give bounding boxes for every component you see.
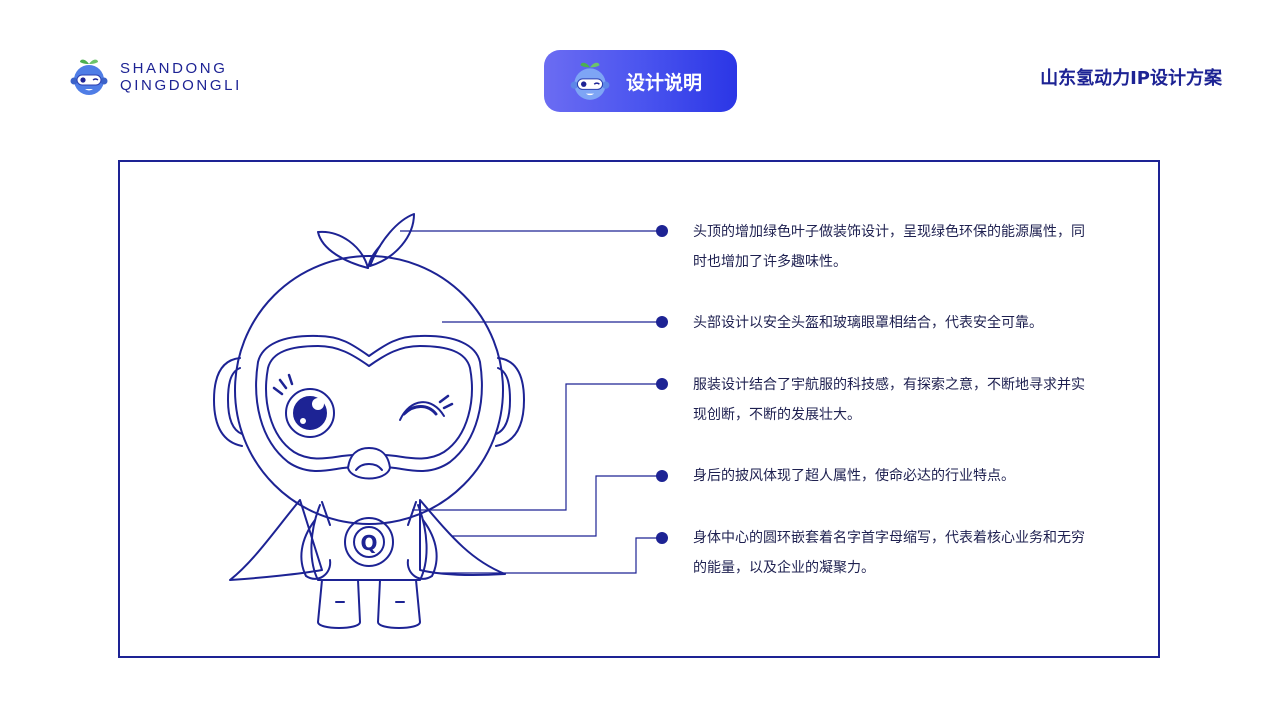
mascot-head-icon	[70, 59, 108, 95]
section-label: 设计说明	[626, 71, 703, 94]
annotation-cape: 身后的披风体现了超人属性，使命必达的行业特点。	[693, 468, 1015, 484]
annotation-leaf: 头顶的增加绿色叶子做装饰设计，呈现绿色环保的能源属性，同时也增加了许多趣味性。	[693, 224, 1085, 270]
brand-name: SHANDONG QINGDONGLI	[120, 60, 242, 94]
brand-line-1: SHANDONG	[120, 60, 228, 77]
brand-line-2: QINGDONGLI	[120, 77, 242, 94]
section-badge: 设计说明	[544, 50, 737, 112]
annotation-suit: 服装设计结合了宇航服的科技感，有探索之意，不断地寻求并实现创断，不断的发展壮大。	[693, 377, 1085, 423]
mascot-head-icon	[570, 62, 610, 100]
page-title: 山东氢动力IP设计方案	[1040, 68, 1222, 89]
annotation-chest-ring: 身体中心的圆环嵌套着名字首字母缩写，代表着核心业务和无穷的能量，以及企业的凝聚力…	[693, 530, 1085, 576]
content-frame	[118, 160, 1160, 658]
brand-logo: SHANDONG QINGDONGLI	[68, 56, 242, 98]
annotation-helmet: 头部设计以安全头盔和玻璃眼罩相结合，代表安全可靠。	[693, 315, 1043, 331]
